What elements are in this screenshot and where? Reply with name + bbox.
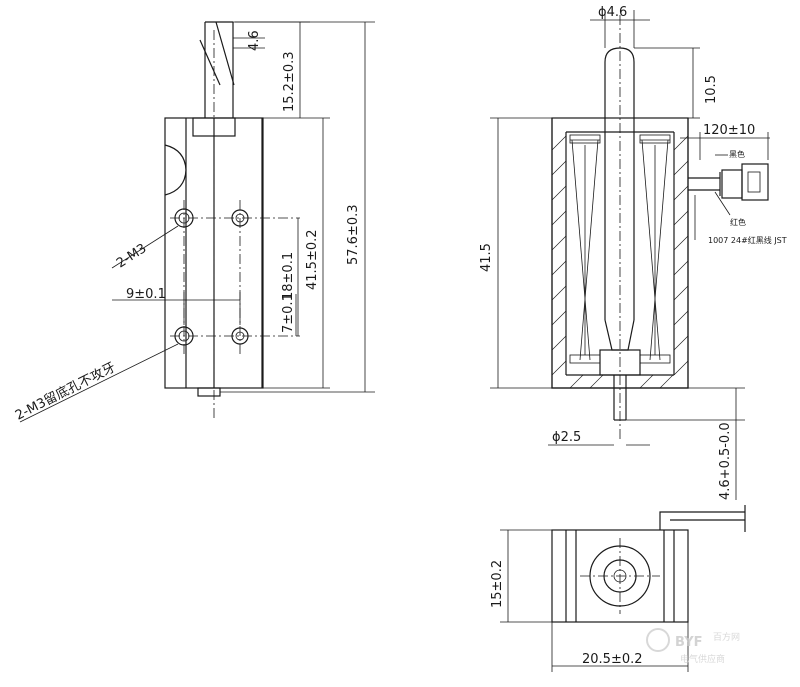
dim-hole-spacing: 7±0.1 (281, 293, 296, 333)
label-threaded-holes: 2-M3 (114, 241, 149, 271)
watermark: BYF 百方网 电气供应商 (646, 628, 740, 665)
housing-bottom (569, 374, 674, 389)
dim-wire-width: 4.6 (247, 30, 262, 51)
housing-wall-right (673, 135, 689, 376)
dim-width: 15±0.2 (490, 560, 505, 608)
dim-lead-length: 120±10 (703, 123, 755, 138)
dim-body-height: 41.5±0.2 (305, 229, 320, 290)
dim-height: 41.5 (479, 243, 494, 272)
dim-pin-dia: ϕ2.5 (552, 430, 581, 445)
label-red-wire: 红色 (730, 217, 746, 227)
dim-wire-length: 15.2±0.3 (282, 51, 297, 112)
housing-wall-left (551, 135, 567, 376)
dim-plunger-dia: ϕ4.6 (598, 5, 627, 20)
dim-plunger-protrusion: 10.5 (704, 75, 719, 104)
dim-hole-offset: 9±0.1 (126, 287, 166, 302)
watermark-site: 百方网 (713, 631, 740, 643)
watermark-brand: BYF (675, 635, 703, 650)
label-wire-spec: 1007 24#红黑线 JST (708, 235, 787, 245)
dim-hole-spacing-2: 18±0.1 (281, 252, 296, 300)
dim-length: 20.5±0.2 (582, 652, 643, 667)
coil-right (639, 134, 671, 364)
side-view: 4.6 15.2±0.3 41.5±0.2 57.6±0.3 7±0.1 18±… (13, 21, 375, 424)
dim-pin-length: 4.6+0.5-0.0 (718, 422, 733, 500)
section-view: ϕ4.6 10.5 120±10 黑色 红色 1007 24#红黑线 JST 4… (479, 5, 787, 500)
dim-total-length: 57.6±0.3 (346, 204, 361, 265)
label-black-wire: 黑色 (729, 149, 745, 159)
watermark-subtitle: 电气供应商 (680, 653, 725, 665)
bottom-view: 15±0.2 20.5±0.2 (490, 505, 746, 672)
coil-left (569, 134, 601, 364)
label-blind-holes: 2-M3留底孔不攻牙 (13, 359, 119, 423)
